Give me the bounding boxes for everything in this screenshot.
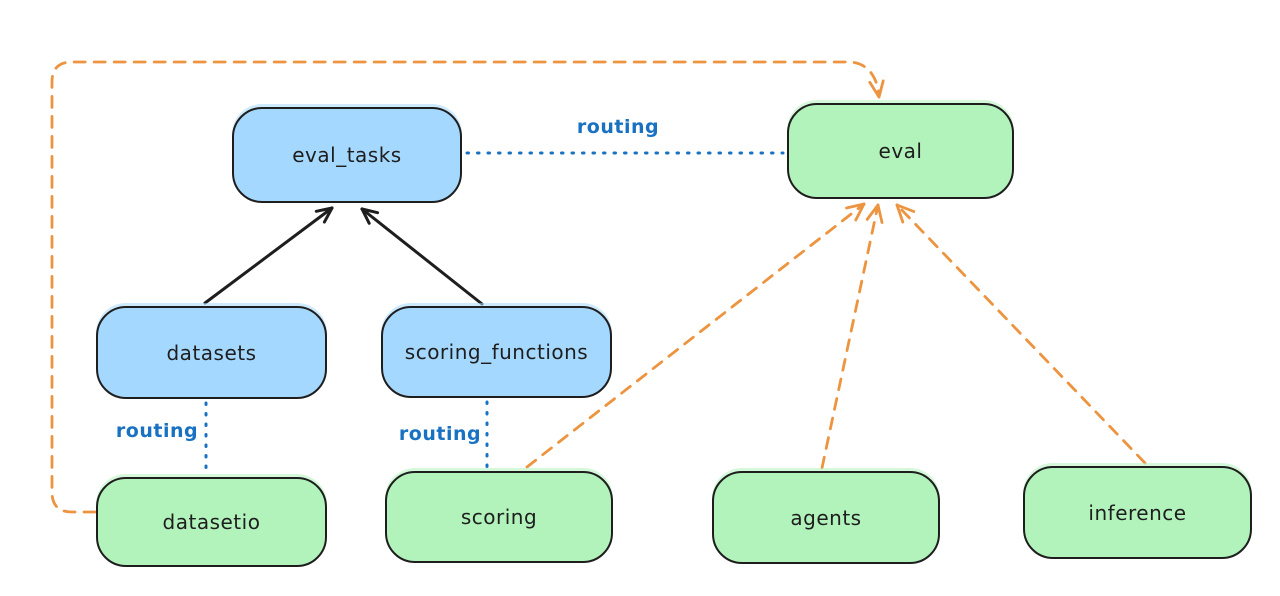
node-datasets-label: datasets [166,340,257,365]
edge-label-routing-scoring-functions-scoring: routing [398,423,482,445]
node-inference-label: inference [1088,500,1187,525]
node-scoring-functions: scoring_functions [381,306,612,398]
edge-scoring-to-eval [525,202,866,469]
edge-label-routing-datasets-datasetio: routing [115,420,199,442]
edge-datasetio-to-eval [50,60,885,514]
node-datasets: datasets [96,306,327,399]
node-agents-label: agents [790,505,862,530]
edge-agents-to-eval [820,203,884,470]
node-scoring-label: scoring [460,505,538,529]
edge-inference-to-eval [895,203,1147,465]
node-eval-label: eval [878,139,923,163]
node-inference: inference [1023,466,1252,559]
node-eval-tasks-label: eval_tasks [292,143,402,167]
node-datasetio: datasetio [96,477,327,567]
edge-label-routing-eval-tasks-eval: routing [576,116,660,138]
node-scoring-functions-label: scoring_functions [404,340,589,364]
edge-scoring-functions-to-eval-tasks [360,207,484,306]
node-scoring: scoring [385,471,613,563]
edge-datasets-to-eval-tasks [203,206,334,305]
node-eval: eval [787,103,1014,199]
node-datasetio-label: datasetio [162,510,261,534]
node-eval-tasks: eval_tasks [232,107,462,203]
node-agents: agents [712,471,940,564]
